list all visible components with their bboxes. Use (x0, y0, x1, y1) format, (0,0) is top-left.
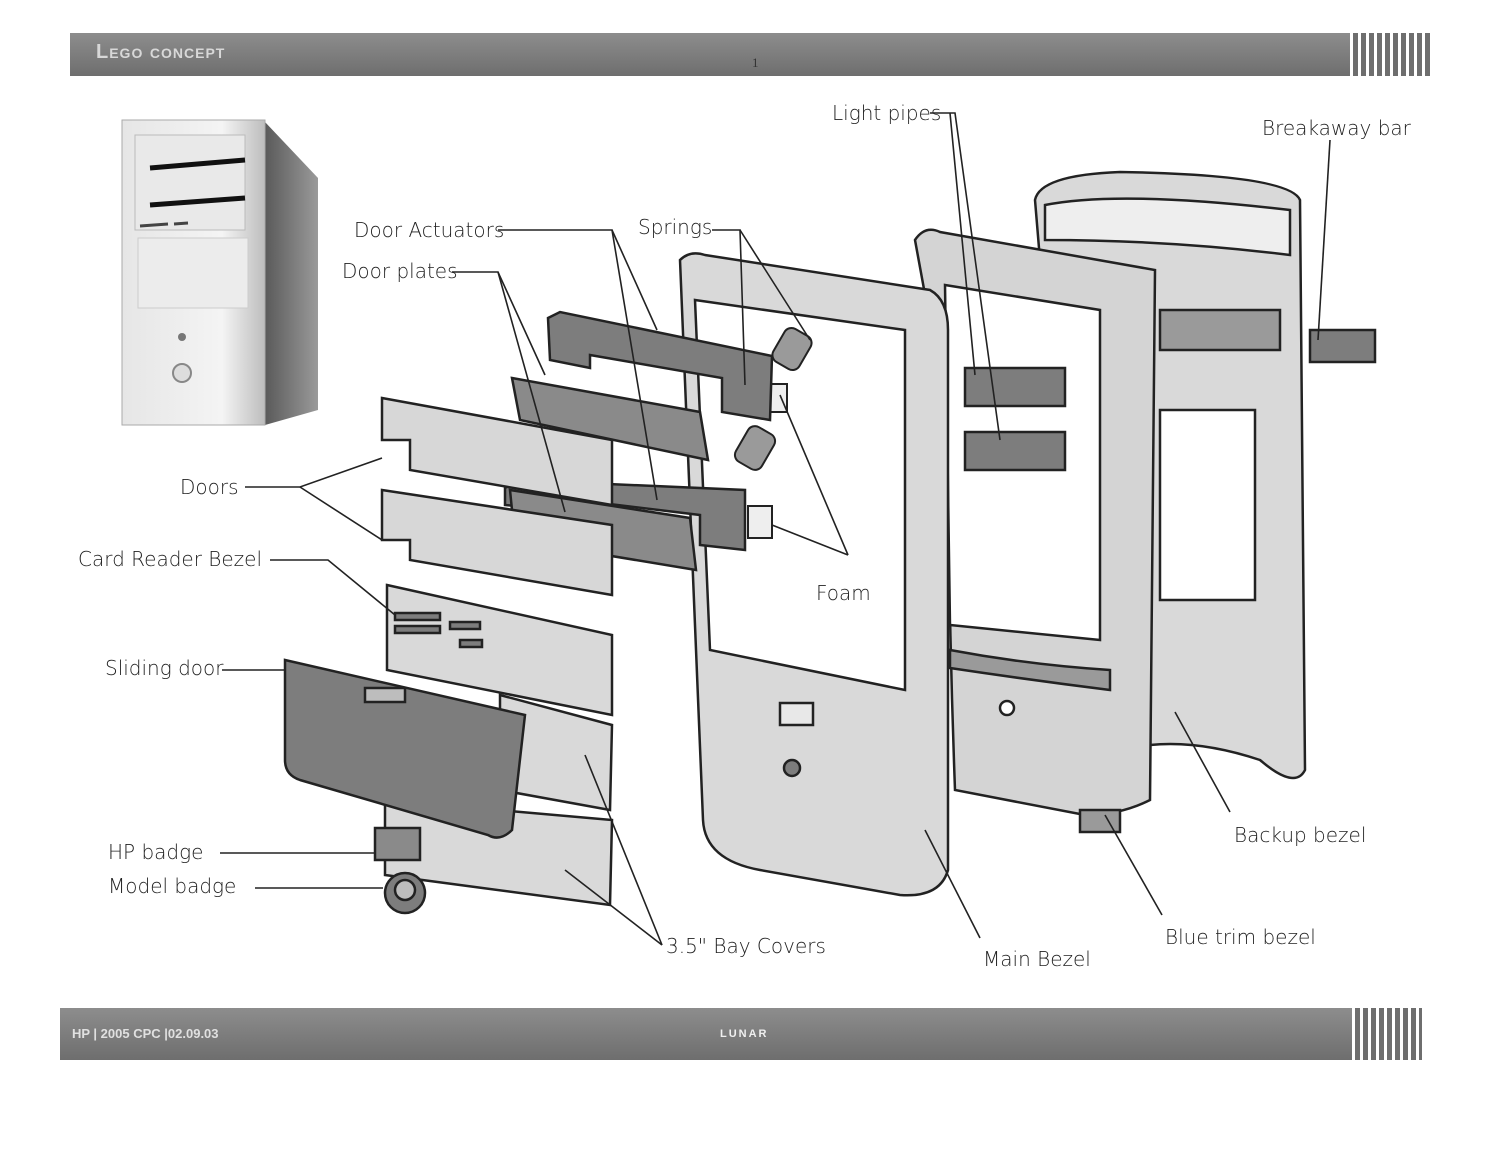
label-blue-trim-bezel: Blue trim bezel (1165, 925, 1316, 949)
footer-bar: HP | 2005 CPC |02.09.03 LUNAR (60, 1008, 1422, 1060)
leader-lines (220, 112, 1331, 946)
footer-stripes (1352, 1008, 1422, 1060)
bay-covers-part (383, 693, 614, 907)
doors-part (380, 396, 614, 597)
label-backup-bezel: Backup bezel (1234, 823, 1367, 847)
label-door-plates: Door plates (342, 259, 458, 283)
label-hp-badge: HP badge (108, 840, 204, 864)
label-main-bezel: Main Bezel (983, 947, 1091, 971)
label-doors: Doors (180, 475, 239, 499)
label-light-pipes: Light pipes (832, 101, 942, 125)
label-card-reader-bezel: Card Reader Bezel (78, 547, 263, 571)
label-bay-covers: 3.5" Bay Covers (666, 934, 826, 958)
badges-part (373, 826, 427, 915)
footer-meta: HP | 2005 CPC |02.09.03 (72, 1026, 219, 1041)
card-reader-bezel-part (385, 583, 614, 717)
label-breakaway-bar: Breakaway bar (1262, 116, 1411, 140)
label-foam: Foam (816, 581, 871, 605)
label-springs: Springs (638, 215, 713, 239)
lunar-logo: LUNAR (720, 1028, 769, 1040)
springs-part (733, 326, 813, 471)
label-model-badge: Model badge (108, 874, 237, 898)
blue-trim-bezel-part (913, 228, 1157, 834)
label-sliding-door: Sliding door (105, 656, 224, 680)
header-bar: Lego concept (70, 33, 1430, 76)
backup-bezel-part (1033, 170, 1377, 780)
page-number: 1 (752, 55, 759, 70)
pc-tower-image (121, 119, 318, 426)
label-door-actuators: Door Actuators (354, 218, 505, 242)
sliding-door-part (283, 658, 527, 839)
header-stripes (1350, 33, 1430, 76)
header-title: Lego concept (96, 41, 226, 63)
